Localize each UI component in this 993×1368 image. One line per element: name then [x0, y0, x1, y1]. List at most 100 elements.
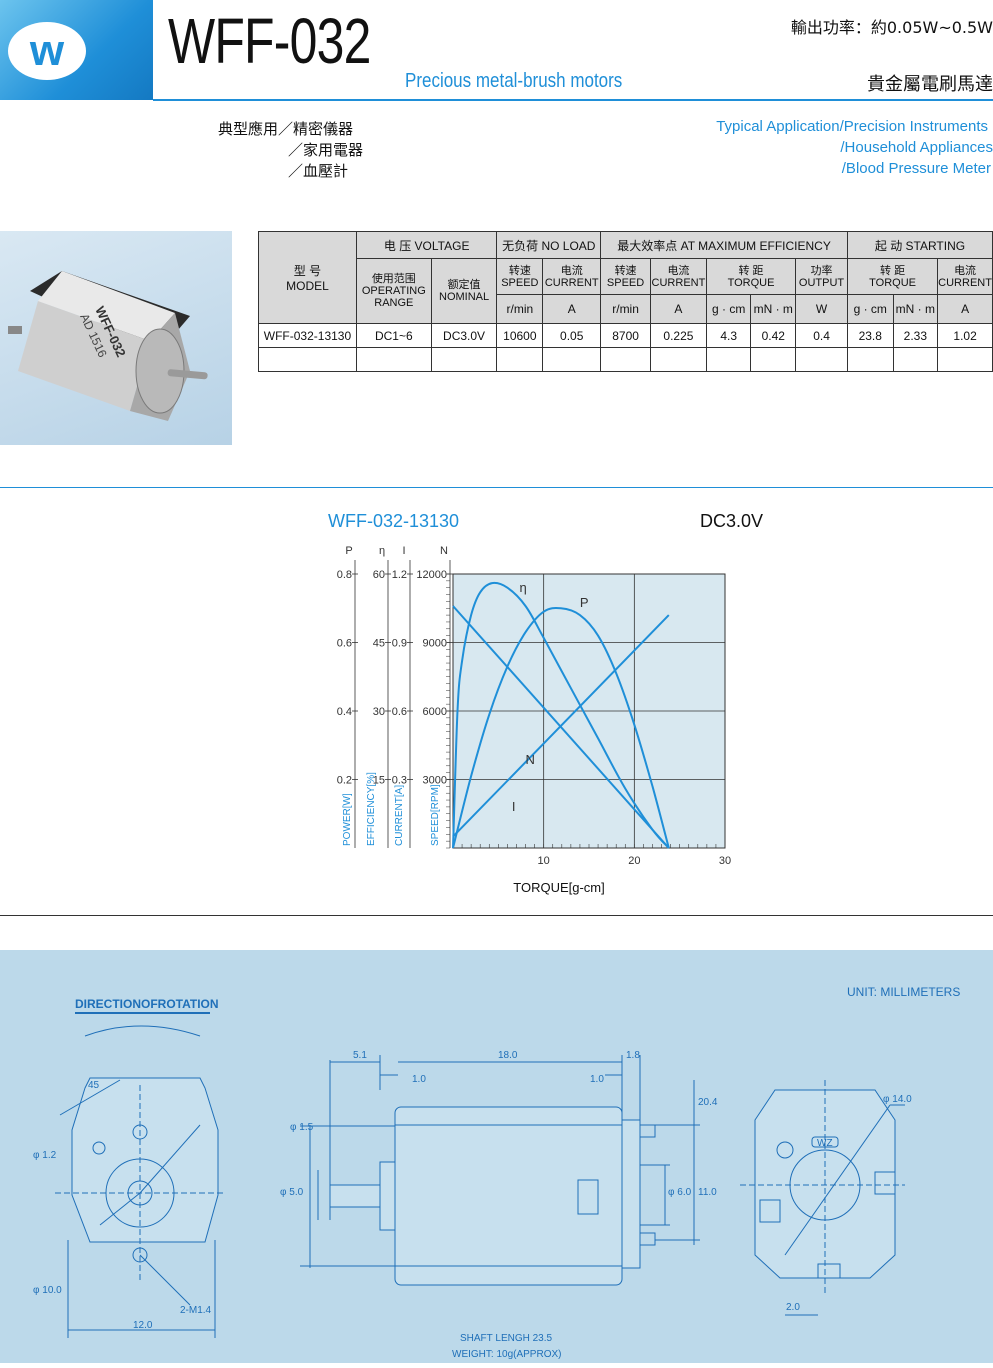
axis-tick-label: 0.8	[337, 569, 352, 581]
table-row: WFF-032-13130 DC1~6 DC3.0V 10600 0.05 87…	[258, 323, 993, 348]
axis-symbol: η	[379, 545, 385, 557]
dim-boss-50: φ 5.0	[280, 1187, 304, 1198]
dim-20: 2.0	[786, 1302, 800, 1313]
unit-label: UNIT: MILLIMETERS	[847, 985, 960, 999]
logo-badge	[8, 22, 86, 80]
dim-45: 45	[88, 1080, 100, 1091]
application-cn-1: 典型應用／精密儀器	[218, 120, 354, 138]
series-label: P	[580, 595, 589, 610]
rotation-label: DIRECTIONOFROTATION	[75, 997, 219, 1011]
dim-hole-100: φ 10.0	[33, 1285, 62, 1296]
application-cn-2: ／家用電器	[288, 141, 364, 159]
dimension-drawing: DIRECTIONOFROTATION UNIT: MILLIMETERS SH…	[0, 950, 993, 1363]
dimension-drawing-svg: DIRECTIONOFROTATION UNIT: MILLIMETERS SH…	[33, 985, 960, 1360]
max-efficiency-header: 最大效率点 AT MAXIMUM EFFICIENCY	[600, 231, 848, 259]
dim-shaft-15: φ 1.5	[290, 1122, 314, 1133]
chart-voltage: DC3.0V	[700, 511, 764, 531]
x-tick-label: 30	[719, 855, 731, 867]
logo-letter: w	[29, 26, 65, 75]
table-row-empty	[258, 347, 993, 372]
series-label: η	[520, 580, 527, 595]
model-title: WFF-032	[168, 5, 371, 77]
unit-watt: W	[795, 294, 848, 324]
axis-tick-label: 3000	[423, 775, 447, 787]
dim-hole-12: φ 1.2	[33, 1150, 57, 1161]
axis-tick-label: 0.4	[337, 706, 352, 718]
axis-tick-label: 15	[373, 775, 385, 787]
model-header: 型 号 MODEL	[258, 231, 357, 324]
voltage-header: 电 压 VOLTAGE	[355, 231, 498, 259]
application-en-2: /Household Appliances	[840, 139, 993, 156]
no-load-header: 无负荷 NO LOAD	[496, 231, 602, 259]
series-label: I	[512, 799, 516, 814]
x-axis-label: TORQUE[g-cm]	[513, 880, 605, 895]
unit-mnm: mN · m	[750, 294, 797, 324]
axis-tick-label: 6000	[423, 706, 447, 718]
dim-51: 5.1	[353, 1050, 367, 1061]
axis-tick-label: 0.2	[337, 775, 352, 787]
shaft-length-label: SHAFT LENGH 23.5	[460, 1333, 553, 1344]
cell-eff-torque-gcm: 4.3	[705, 323, 752, 348]
dim-screw: 2-M1.4	[180, 1305, 212, 1316]
axis-tick-label: 0.6	[337, 638, 352, 650]
weight-label: WEIGHT: 10g(APPROX)	[452, 1349, 561, 1360]
header-divider	[153, 99, 993, 101]
chart-title: WFF-032-13130	[328, 511, 460, 531]
series-line-η	[452, 581, 670, 849]
unit-mnm: mN · m	[892, 294, 939, 324]
dim-140: φ 14.0	[883, 1094, 912, 1105]
unit-amp: A	[937, 294, 993, 324]
cell-noload-current: 0.05	[542, 323, 602, 348]
section-divider	[0, 487, 993, 488]
axis-tick-label: 30	[373, 706, 385, 718]
dim-10-left: 1.0	[412, 1074, 426, 1085]
dim-204: 20.4	[698, 1097, 718, 1108]
performance-chart: P0.80.60.40.2POWER[W]η60453015EFFICIENCY…	[337, 545, 731, 895]
axis-label: CURRENT[A]	[394, 785, 405, 846]
unit-gcm: g · cm	[705, 294, 752, 324]
product-subtitle: Precious metal-brush motors	[405, 70, 623, 92]
axis-tick-label: 45	[373, 638, 385, 650]
cell-eff-current: 0.225	[649, 323, 707, 348]
application-en-1: Typical Application/Precision Instrument…	[716, 118, 988, 135]
axis-tick-label: 9000	[423, 638, 447, 650]
axis-tick-label: 1.2	[392, 569, 407, 581]
cell-start-current: 1.02	[937, 323, 993, 348]
unit-amp: A	[649, 294, 707, 324]
motor-illustration: WFF-032 AD 1516	[8, 271, 208, 421]
axis-label: SPEED[RPM]	[430, 784, 441, 846]
x-tick-label: 10	[538, 855, 550, 867]
axis-label: EFFICIENCY[%]	[366, 772, 377, 846]
axis-tick-label: 0.3	[392, 775, 407, 787]
axis-symbol: P	[345, 545, 352, 557]
series-line-P	[452, 607, 670, 849]
unit-gcm: g · cm	[846, 294, 894, 324]
axis-tick-label: 0.6	[392, 706, 407, 718]
wz-mark: WZ	[817, 1138, 833, 1149]
dim-width-120: 12.0	[133, 1320, 153, 1331]
series-label: N	[526, 752, 535, 767]
cell-start-torque-gcm: 23.8	[846, 323, 894, 348]
application-cn-3: ／血壓計	[288, 162, 349, 180]
dim-60: φ 6.0	[668, 1187, 692, 1198]
dim-180: 18.0	[498, 1050, 518, 1061]
dim-18: 1.8	[626, 1050, 640, 1061]
cell-model: WFF-032-13130	[258, 323, 357, 348]
dim-10-right: 1.0	[590, 1074, 604, 1085]
starting-header: 起 动 STARTING	[846, 231, 993, 259]
unit-rmin: r/min	[600, 294, 651, 324]
cell-eff-torque-mnm: 0.42	[750, 323, 797, 348]
axis-symbol: N	[440, 545, 448, 557]
unit-amp: A	[542, 294, 602, 324]
x-tick-label: 20	[628, 855, 640, 867]
axis-symbol: I	[402, 545, 405, 557]
cell-eff-output: 0.4	[795, 323, 848, 348]
